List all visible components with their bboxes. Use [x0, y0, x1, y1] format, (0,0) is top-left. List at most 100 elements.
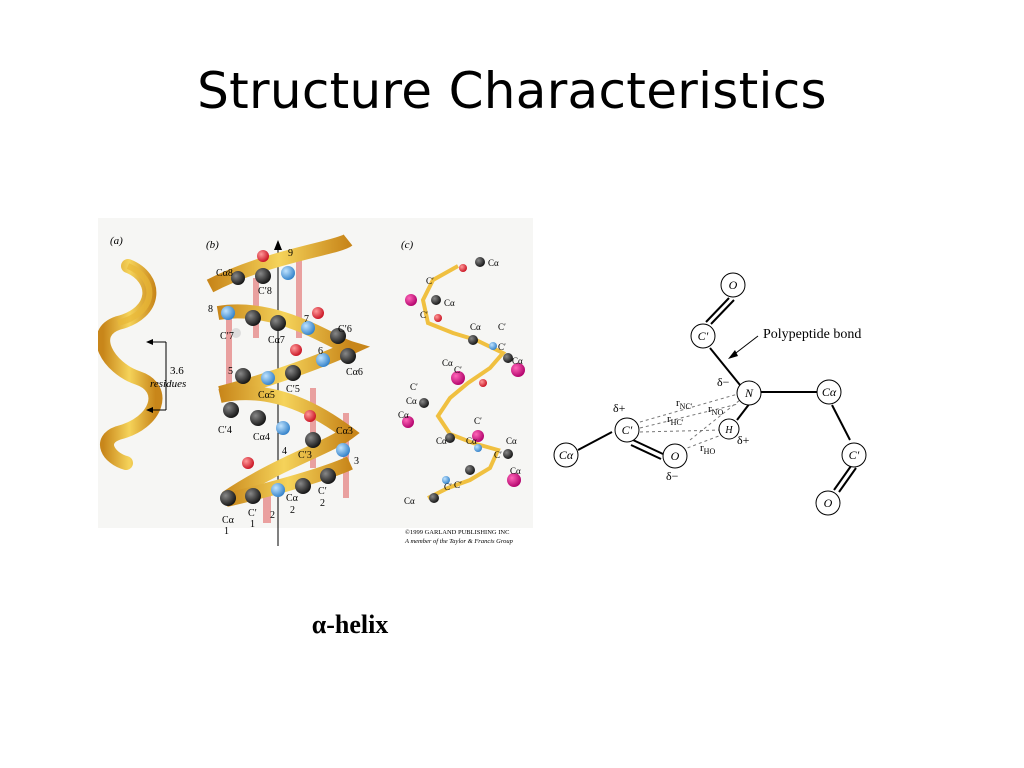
distance-labels: rNC′ rNO rHC′ rHO: [667, 397, 723, 456]
atom-circles: [553, 272, 867, 516]
svg-text:Cα: Cα: [222, 515, 235, 526]
svg-text:C′: C′: [474, 416, 482, 426]
svg-text:1: 1: [250, 519, 255, 530]
panel-b: (b): [206, 233, 370, 546]
svg-text:Cα: Cα: [444, 298, 455, 308]
svg-text:C′5: C′5: [286, 384, 300, 395]
alpha-helix-figure: (a) 3.6 residues (b): [98, 218, 533, 546]
delta-minus-o: δ−: [666, 469, 679, 483]
svg-text:4: 4: [282, 446, 287, 457]
atom-h: [718, 418, 740, 440]
svg-text:Cα: Cα: [404, 496, 415, 506]
delta-plus-h: δ+: [737, 433, 750, 447]
svg-text:Cα: Cα: [436, 436, 447, 446]
svg-text:C′: C′: [454, 480, 462, 490]
svg-text:Cα: Cα: [512, 356, 523, 366]
svg-text:C′: C′: [454, 365, 462, 375]
svg-text:8: 8: [208, 304, 213, 315]
svg-text:Cα: Cα: [822, 385, 837, 399]
svg-text:C′6: C′6: [338, 324, 352, 335]
figure-caption: α-helix: [311, 610, 389, 639]
svg-text:N: N: [744, 386, 754, 400]
svg-text:C′3: C′3: [298, 450, 312, 461]
covalent-bonds: [577, 297, 857, 493]
atom-ca-right: [816, 379, 842, 405]
svg-text:Cα: Cα: [466, 436, 477, 446]
svg-text:5: 5: [228, 366, 233, 377]
svg-text:2: 2: [290, 505, 295, 516]
atom-c-right: [841, 442, 867, 468]
svg-text:Cα: Cα: [398, 410, 409, 420]
delta-minus-n: δ−: [717, 375, 730, 389]
residue-count-label: 3.6: [170, 365, 184, 377]
svg-text:rNO: rNO: [708, 403, 723, 417]
svg-text:H: H: [724, 425, 733, 436]
atom-o-right: [815, 490, 841, 516]
page-title: Structure Characteristics: [197, 62, 827, 120]
panel-a: (a) 3.6 residues: [98, 235, 186, 470]
svg-text:Cα: Cα: [406, 396, 417, 406]
svg-text:Cα7: Cα7: [268, 335, 285, 346]
panel-b-label: (b): [206, 239, 219, 251]
atom-ca-left: [553, 442, 579, 468]
svg-text:rHC′: rHC′: [667, 413, 684, 427]
polypeptide-bond-diagram: O C′ N Cα C′ O C′ O Cα H Polypeptide bon…: [553, 272, 867, 516]
svg-text:C′: C′: [444, 482, 452, 492]
panel-c-backbone: [420, 264, 507, 500]
svg-text:6: 6: [318, 346, 323, 357]
svg-text:Cα: Cα: [470, 322, 481, 332]
atom-c-left: [614, 417, 640, 443]
panel-c-atoms: [402, 257, 525, 503]
svg-text:Cα: Cα: [442, 358, 453, 368]
svg-text:C′: C′: [426, 276, 434, 286]
svg-text:Cα5: Cα5: [258, 390, 275, 401]
svg-text:rHO: rHO: [700, 442, 715, 456]
svg-text:C′: C′: [318, 486, 327, 497]
panel-b-atoms: [220, 250, 356, 506]
panel-b-labels: Cα8 C′8 9 8 C′7 Cα7 7 C′6 6 Cα6 5 Cα5 C′…: [208, 248, 363, 537]
svg-text:C′: C′: [410, 382, 418, 392]
svg-text:C′: C′: [498, 322, 506, 332]
svg-text:Cα: Cα: [506, 436, 517, 446]
atom-c-top: [690, 323, 716, 349]
svg-text:O: O: [671, 449, 680, 463]
svg-text:3: 3: [354, 456, 359, 467]
panel-a-label: (a): [110, 235, 123, 247]
svg-text:Cα3: Cα3: [336, 426, 353, 437]
svg-text:C′: C′: [420, 310, 428, 320]
svg-text:C′7: C′7: [220, 331, 234, 342]
svg-text:2: 2: [320, 498, 325, 509]
panel-c-label: (c): [401, 239, 414, 251]
svg-text:Cα: Cα: [559, 448, 574, 462]
residues-label: residues: [150, 378, 186, 390]
svg-text:Cα: Cα: [488, 258, 499, 268]
svg-text:C′: C′: [248, 508, 257, 519]
svg-text:1: 1: [224, 526, 229, 537]
svg-text:9: 9: [288, 248, 293, 259]
svg-text:Cα6: Cα6: [346, 367, 363, 378]
svg-text:Cα: Cα: [286, 493, 299, 504]
svg-text:2: 2: [270, 510, 275, 521]
svg-text:C′: C′: [849, 448, 860, 462]
svg-text:C′: C′: [498, 342, 506, 352]
atom-n: [736, 380, 762, 406]
copyright-text: ©1999 GARLAND PUBLISHING INC: [405, 529, 509, 536]
svg-text:O: O: [824, 496, 833, 510]
atom-labels: O C′ N Cα C′ O C′ O Cα H: [559, 278, 860, 510]
panel-c: (c): [398, 239, 525, 545]
svg-text:C′4: C′4: [218, 425, 232, 436]
svg-text:C′: C′: [622, 423, 633, 437]
svg-text:O: O: [729, 278, 738, 292]
svg-text:7: 7: [304, 314, 309, 325]
svg-text:rNC′: rNC′: [676, 397, 693, 411]
panel-c-labels: Cα C′ Cα C′ Cα C′ Cα C′ Cα C′ Cα C′ Cα C…: [398, 258, 523, 506]
svg-text:Cα: Cα: [510, 466, 521, 476]
svg-text:C′8: C′8: [258, 286, 272, 297]
charge-labels: δ− δ+ δ+ δ−: [613, 375, 750, 483]
svg-text:C′: C′: [698, 329, 709, 343]
atom-o-top: [720, 272, 746, 298]
publisher-note: A member of the Taylor & Francis Group: [404, 538, 514, 545]
svg-text:Cα8: Cα8: [216, 268, 233, 279]
delta-plus-c: δ+: [613, 401, 626, 415]
